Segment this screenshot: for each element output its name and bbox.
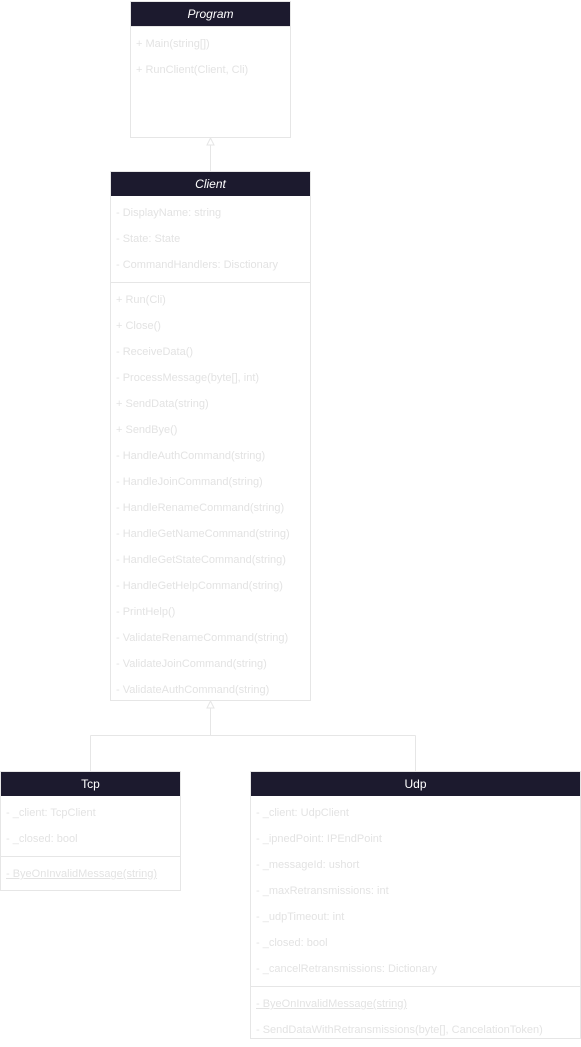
class-client-method: - HandleGetStateCommand(string) xyxy=(116,554,286,566)
class-client-method: - PrintHelp() xyxy=(116,606,176,618)
class-tcp-name: Tcp xyxy=(1,772,180,796)
class-client-methods: + Run(Cli) + Close() - ReceiveData() - Proc… xyxy=(111,282,310,707)
class-tcp-method: - ByeOnInvalidMessage(string) xyxy=(6,868,158,880)
class-client-method: - ValidateJoinCommand(string) xyxy=(116,658,267,670)
class-udp-attribute: - _closed: bool xyxy=(256,937,328,949)
class-tcp-methods: - ByeOnInvalidMessage(string) xyxy=(1,856,180,891)
class-client-method: - ValidateAuthCommand(string) xyxy=(116,684,270,696)
class-udp-attributes: - _client: UdpClient - _ipnedPoint: IPEnd… xyxy=(251,796,580,986)
class-client-method: - HandleRenameCommand(string) xyxy=(116,502,285,514)
class-client-attribute: - CommandHandlers: Disctionary xyxy=(116,259,278,271)
class-udp-attribute: - _client: UdpClient xyxy=(256,807,349,819)
class-client-attributes: - DisplayName: string - State: State - Com… xyxy=(111,196,310,282)
class-client-name: Client xyxy=(111,172,310,196)
class-tcp[interactable]: Tcp - _client: TcpClient- _closed: bool … xyxy=(0,771,181,891)
class-tcp-attribute: - _closed: bool xyxy=(6,833,78,845)
class-program[interactable]: Program + Main(string[]) + RunClient(Clie… xyxy=(130,1,291,138)
class-client-method: + Close() xyxy=(116,320,161,332)
class-udp-attribute: - _ipnedPoint: IPEndPoint xyxy=(256,833,382,845)
arrowhead-program xyxy=(206,136,215,146)
class-udp-method: - ByeOnInvalidMessage(string) xyxy=(256,998,408,1010)
class-udp[interactable]: Udp - _client: UdpClient - _ipnedPoint: I… xyxy=(250,771,581,1039)
class-client-method: - HandleJoinCommand(string) xyxy=(116,476,263,488)
class-udp-methods: - ByeOnInvalidMessage(string) - SendDataW… xyxy=(251,986,580,1047)
class-client-method: - ProcessMessage(byte[], int) xyxy=(116,372,260,384)
class-program-method: + Main(string[]) xyxy=(136,38,210,50)
class-client-attribute: - State: State xyxy=(116,233,181,245)
class-tcp-attributes: - _client: TcpClient - _closed: bool xyxy=(1,796,180,856)
class-udp-attribute: - _cancelRetransmissions: Dictionary xyxy=(256,963,437,975)
class-client-attribute: - DisplayName: string xyxy=(116,207,222,219)
class-udp-name: Udp xyxy=(251,772,580,796)
class-tcp-attribute: - _client: TcpClient xyxy=(6,807,96,819)
class-client-method: + SendData(string) xyxy=(116,398,209,410)
class-program-methods: + Main(string[]) + RunClient(Client, Cli) xyxy=(131,26,290,87)
class-client-method: + Run(Cli) xyxy=(116,294,166,306)
class-client-method: - HandleAuthCommand(string) xyxy=(116,450,266,462)
arrowhead-client xyxy=(206,699,215,709)
class-client-method: + SendBye() xyxy=(116,424,178,436)
class-program-name: Program xyxy=(131,2,290,26)
class-udp-attribute: - _maxRetransmissions: int xyxy=(256,885,389,897)
class-udp-attribute: - _udpTimeout: int xyxy=(256,911,345,923)
class-client-method: - HandleGetHelpCommand(string) xyxy=(116,580,283,592)
class-client-method: - ValidateRenameCommand(string) xyxy=(116,632,289,644)
class-udp-attribute: - _messageId: ushort xyxy=(256,859,360,871)
class-client-method: - HandleGetNameCommand(string) xyxy=(116,528,290,540)
class-program-method: + RunClient(Client, Cli) xyxy=(136,64,249,76)
class-client[interactable]: Client - DisplayName: string - State: Sta… xyxy=(110,171,311,701)
class-client-method: - ReceiveData() xyxy=(116,346,194,358)
class-udp-method: - SendDataWithRetransmissions(byte[], Ca… xyxy=(256,1024,543,1036)
